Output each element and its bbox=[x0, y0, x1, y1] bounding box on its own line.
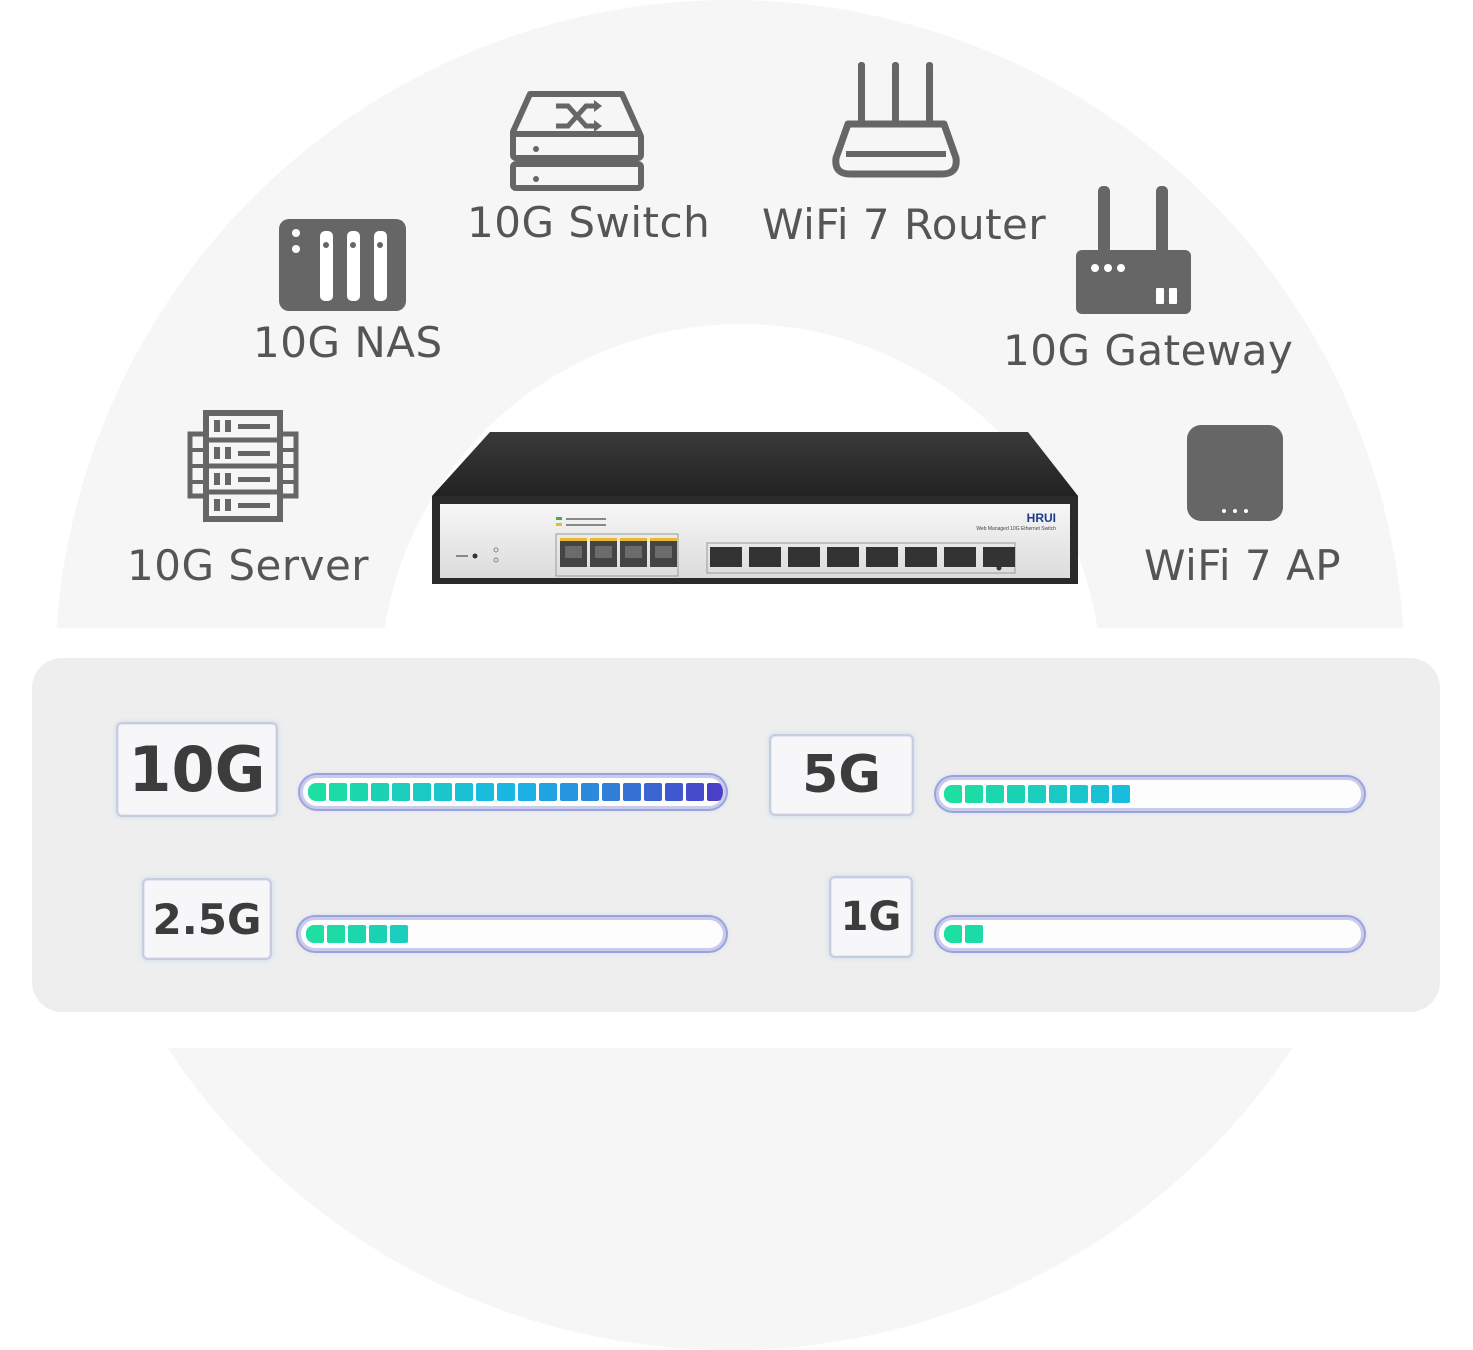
bar-segment bbox=[707, 783, 723, 801]
ethernet-switch-device: HRUI Web Managed 10G Ethernet Switch bbox=[432, 432, 1078, 584]
bar-segment bbox=[390, 925, 408, 943]
bar-segment bbox=[308, 783, 326, 801]
product-brand: HRUI bbox=[1027, 511, 1056, 525]
bar-segment bbox=[686, 783, 704, 801]
bar-segment bbox=[1007, 785, 1025, 803]
bar-segment bbox=[623, 783, 641, 801]
speed-bar-fill bbox=[944, 785, 1130, 803]
bar-segment bbox=[1028, 785, 1046, 803]
bar-segment bbox=[581, 783, 599, 801]
bar-segment bbox=[369, 925, 387, 943]
speed-bar-fill bbox=[308, 783, 723, 801]
switch-icon bbox=[510, 91, 644, 191]
router-label: WiFi 7 Router bbox=[762, 200, 1047, 249]
bar-segment bbox=[986, 785, 1004, 803]
bar-segment bbox=[1070, 785, 1088, 803]
gateway-label: 10G Gateway bbox=[1003, 326, 1294, 375]
bar-segment bbox=[371, 783, 389, 801]
bar-segment bbox=[327, 925, 345, 943]
bar-segment bbox=[329, 783, 347, 801]
bar-segment bbox=[518, 783, 536, 801]
bar-segment bbox=[392, 783, 410, 801]
product-model: Web Managed 10G Ethernet Switch bbox=[976, 526, 1056, 532]
speed-bar-2-5g bbox=[298, 917, 726, 951]
bar-segment bbox=[497, 783, 515, 801]
nas-icon bbox=[279, 219, 406, 311]
bar-segment bbox=[944, 925, 962, 943]
server-label: 10G Server bbox=[127, 541, 370, 590]
bar-segment bbox=[965, 925, 983, 943]
bar-segment bbox=[413, 783, 431, 801]
gateway-icon bbox=[1076, 186, 1191, 314]
speed-badge-1g: 1G bbox=[829, 876, 913, 958]
speed-badge-5g: 5G bbox=[769, 734, 914, 816]
bar-segment bbox=[476, 783, 494, 801]
access-point-icon bbox=[1187, 425, 1283, 521]
bar-segment bbox=[1091, 785, 1109, 803]
switch-label: 10G Switch bbox=[467, 198, 711, 247]
speed-label-1g: 1G bbox=[840, 894, 902, 940]
speed-label-10g: 10G bbox=[128, 733, 266, 806]
bar-segment bbox=[350, 783, 368, 801]
bar-segment bbox=[348, 925, 366, 943]
bar-segment bbox=[560, 783, 578, 801]
speed-badge-10g: 10G bbox=[116, 722, 278, 817]
bar-segment bbox=[539, 783, 557, 801]
bar-segment bbox=[944, 785, 962, 803]
bar-segment bbox=[1112, 785, 1130, 803]
router-icon bbox=[832, 62, 960, 178]
speed-bar-1g bbox=[936, 917, 1364, 951]
speed-label-2-5g: 2.5G bbox=[152, 894, 262, 944]
server-icon bbox=[187, 410, 299, 522]
bar-segment bbox=[644, 783, 662, 801]
speed-bar-10g bbox=[300, 775, 726, 809]
speed-bar-fill bbox=[306, 925, 408, 943]
bar-segment bbox=[965, 785, 983, 803]
speed-label-5g: 5G bbox=[802, 745, 881, 805]
bar-segment bbox=[1049, 785, 1067, 803]
nas-label: 10G NAS bbox=[253, 318, 443, 367]
bar-segment bbox=[455, 783, 473, 801]
bar-segment bbox=[602, 783, 620, 801]
speed-bar-5g bbox=[936, 777, 1364, 811]
bar-segment bbox=[665, 783, 683, 801]
ap-label: WiFi 7 AP bbox=[1144, 541, 1342, 590]
bar-segment bbox=[306, 925, 324, 943]
bar-segment bbox=[434, 783, 452, 801]
speed-badge-2-5g: 2.5G bbox=[142, 878, 272, 960]
speed-bar-fill bbox=[944, 925, 983, 943]
